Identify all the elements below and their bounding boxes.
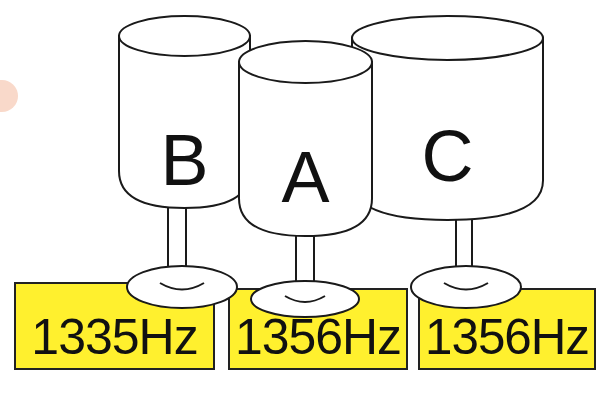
- foot-arc: [285, 296, 325, 302]
- bowl-body: [352, 38, 543, 220]
- frequency-label: 1356Hz: [235, 309, 401, 366]
- frequency-label: 1356Hz: [425, 309, 589, 366]
- foot-arc: [444, 283, 488, 290]
- glass-foot: [127, 266, 237, 308]
- glass-letter: A: [281, 136, 329, 219]
- stain-mark: [0, 80, 18, 112]
- glass-foot: [411, 266, 521, 308]
- bowl-body: [119, 36, 250, 208]
- frequency-label: 1335Hz: [31, 309, 197, 367]
- glass-letter: C: [422, 115, 474, 198]
- glass-foot: [251, 281, 359, 317]
- bowl-body: [239, 62, 372, 236]
- bowl-rim: [352, 16, 543, 60]
- glass-bowl: C: [350, 15, 545, 222]
- foot-arc: [160, 283, 204, 290]
- glass-letter: B: [160, 119, 208, 202]
- glass-bowl: B: [117, 15, 252, 210]
- bowl-rim: [119, 16, 250, 56]
- bowl-rim: [239, 41, 372, 83]
- glass-bowl: A: [237, 40, 374, 238]
